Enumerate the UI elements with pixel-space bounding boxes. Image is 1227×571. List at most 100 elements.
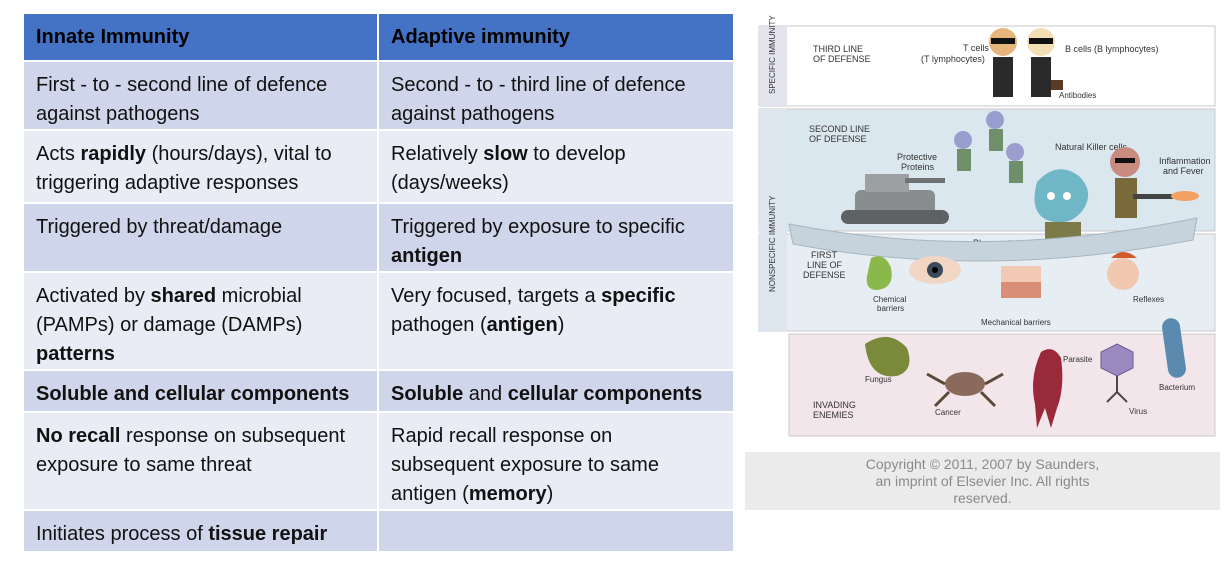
bacterium-icon <box>1162 318 1186 378</box>
text: Relatively <box>391 143 484 165</box>
bacterium-label: Bacterium <box>1159 383 1195 392</box>
chemical-barriers-label-1: Chemical <box>873 295 907 304</box>
table-row: Acts rapidly (hours/days), vital to trig… <box>22 129 735 204</box>
text: microbial (PAMPs) or damage (DAMPs) <box>36 285 303 336</box>
text: Rapid recall response on subsequent expo… <box>391 425 659 505</box>
protective-proteins-label-1: Protective <box>897 152 937 162</box>
defense-lines-illustration: SPECIFIC IMMUNITY NONSPECIFIC IMMUNITY T… <box>745 12 1220 452</box>
cell-adaptive: Triggered by exposure to specific antige… <box>377 202 735 273</box>
parasite-label: Parasite <box>1063 355 1093 364</box>
specific-immunity-label: SPECIFIC IMMUNITY <box>768 15 777 94</box>
bold-text: memory <box>468 483 547 505</box>
fungus-icon <box>865 336 910 377</box>
parasite-icon <box>1033 349 1063 428</box>
text: ) <box>546 483 554 505</box>
text: to develop (days/weeks) <box>391 143 626 194</box>
text: First - to - second line of defence agai… <box>36 74 328 125</box>
natural-killer-label: Natural Killer cells <box>1055 142 1128 152</box>
reflexes-label: Reflexes <box>1133 295 1164 304</box>
bold-text: Soluble and cellular components <box>36 383 350 405</box>
agent-figures-icon <box>989 28 1063 97</box>
second-line-label-2: OF DEFENSE <box>809 134 867 144</box>
chemical-barriers-label-2: barriers <box>877 304 904 313</box>
text: Second - to - third line of defence agai… <box>391 74 686 125</box>
bold-text: tissue repair <box>208 523 328 545</box>
copyright-notice: Copyright © 2011, 2007 by Saunders, an i… <box>745 456 1220 507</box>
copyright-line-3: reserved. <box>953 490 1012 506</box>
table-row: Soluble and cellular components Soluble a… <box>22 369 735 413</box>
first-line-label-1: FIRST <box>811 250 838 260</box>
bold-text: No recall <box>36 425 121 447</box>
table-header-row: Innate Immunity Adaptive immunity <box>22 12 735 62</box>
cell-innate: Triggered by threat/damage <box>22 202 379 273</box>
bold-text: shared <box>150 285 217 307</box>
text: Very focused, targets a <box>391 285 602 307</box>
table-row: First - to - second line of defence agai… <box>22 60 735 131</box>
text: (hours/days), vital to triggering adapti… <box>36 143 332 194</box>
immunity-defense-figure: SPECIFIC IMMUNITY NONSPECIFIC IMMUNITY T… <box>745 12 1220 510</box>
crab-icon <box>926 372 1004 408</box>
immunity-comparison-table: Innate Immunity Adaptive immunity First … <box>22 12 735 553</box>
flamethrower-soldier-icon <box>1110 147 1199 218</box>
table-row: Initiates process of tissue repair <box>22 509 735 553</box>
cell-innate: Soluble and cellular components <box>22 369 379 413</box>
text: Initiates process of <box>36 523 209 545</box>
bold-text: cellular components <box>507 383 703 405</box>
header-adaptive: Adaptive immunity <box>377 12 735 62</box>
cell-adaptive <box>377 509 735 553</box>
inflammation-label-2: and Fever <box>1163 166 1204 176</box>
inflammation-label-1: Inflammation <box>1159 156 1211 166</box>
antibodies-label: Antibodies <box>1059 91 1096 100</box>
cell-adaptive: Soluble and cellular components <box>377 369 735 413</box>
mechanical-barriers-label: Mechanical barriers <box>981 318 1051 327</box>
cell-innate: Acts rapidly (hours/days), vital to trig… <box>22 129 379 204</box>
cell-innate: Activated by shared microbial (PAMPs) or… <box>22 271 379 371</box>
t-cells-label-1: T cells <box>963 43 989 53</box>
table-row: No recall response on subsequent exposur… <box>22 411 735 511</box>
text: response on subsequent exposure to same … <box>36 425 346 476</box>
invading-enemies-label-2: ENEMIES <box>813 410 854 420</box>
virus-icon <box>1100 343 1134 403</box>
bold-text: patterns <box>36 343 115 365</box>
bold-text: rapidly <box>80 143 147 165</box>
text: ) <box>557 314 565 336</box>
text: Triggered by threat/damage <box>36 216 283 238</box>
bold-text: specific <box>601 285 676 307</box>
b-cells-label: B cells (B lymphocytes) <box>1065 44 1159 54</box>
table-row: Activated by shared microbial (PAMPs) or… <box>22 271 735 371</box>
cell-innate: First - to - second line of defence agai… <box>22 60 379 131</box>
bold-text: slow <box>483 143 528 165</box>
text: Acts <box>36 143 81 165</box>
cell-innate: Initiates process of tissue repair <box>22 509 379 553</box>
fungus-label: Fungus <box>865 375 892 384</box>
bold-text: antigen <box>486 314 558 336</box>
header-innate: Innate Immunity <box>22 12 379 62</box>
text: Triggered by exposure to specific <box>391 216 685 238</box>
cell-adaptive: Rapid recall response on subsequent expo… <box>377 411 735 511</box>
virus-label: Virus <box>1129 407 1147 416</box>
nonspecific-immunity-label: NONSPECIFIC IMMUNITY <box>768 195 777 292</box>
bold-text: antigen <box>391 245 463 267</box>
text: Activated by <box>36 285 151 307</box>
text: pathogen ( <box>391 314 487 336</box>
eye-icon <box>909 256 961 284</box>
first-line-label-2: LINE OF <box>807 260 843 270</box>
cell-adaptive: Relatively slow to develop (days/weeks) <box>377 129 735 204</box>
cell-adaptive: Very focused, targets a specific pathoge… <box>377 271 735 371</box>
invading-enemies-label-1: INVADING <box>813 400 856 410</box>
cell-adaptive: Second - to - third line of defence agai… <box>377 60 735 131</box>
t-cells-label-2: (T lymphocytes) <box>921 54 985 64</box>
table-row: Triggered by threat/damage Triggered by e… <box>22 202 735 273</box>
cancer-label: Cancer <box>935 408 961 417</box>
cell-innate: No recall response on subsequent exposur… <box>22 411 379 511</box>
third-line-label-1: THIRD LINE <box>813 44 863 54</box>
skin-icon <box>1001 266 1041 298</box>
protective-proteins-label-2: Proteins <box>901 162 935 172</box>
sneezing-face-icon <box>1107 252 1139 290</box>
first-line-label-3: DEFENSE <box>803 270 846 280</box>
soldiers-icon <box>954 111 1024 183</box>
second-line-label-1: SECOND LINE <box>809 124 870 134</box>
third-line-label-2: OF DEFENSE <box>813 54 871 64</box>
copyright-line-1: Copyright © 2011, 2007 by Saunders, <box>865 456 1100 472</box>
tanks-icon <box>841 174 949 224</box>
